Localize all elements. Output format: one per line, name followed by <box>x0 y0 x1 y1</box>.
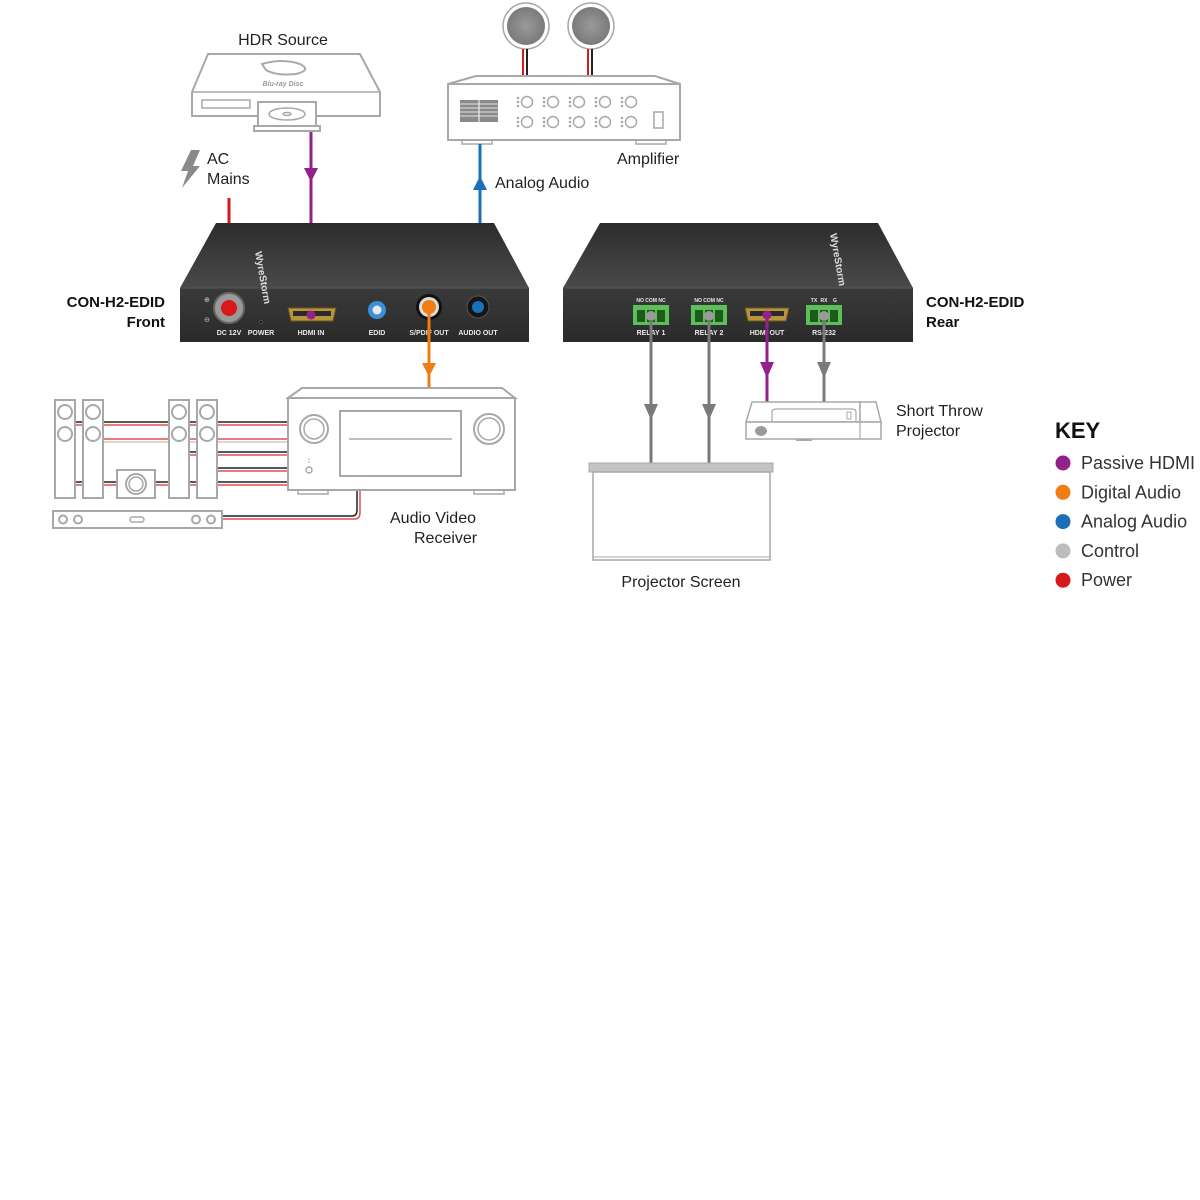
arrow-down-icon <box>817 362 831 378</box>
projector-screen-device: Projector Screen <box>588 462 774 591</box>
rs232-pin-tx: TX <box>811 298 818 304</box>
ac-mains-label-line2: Mains <box>207 171 250 188</box>
connection-relay-2 <box>702 320 716 463</box>
port-label-hdmi-in: HDMI IN <box>298 330 325 337</box>
amp-knob <box>568 115 586 129</box>
arrow-down-icon <box>644 404 658 420</box>
ac-mains-label-line1: AC <box>207 151 229 168</box>
avr-label-line1: Audio Video <box>390 510 476 527</box>
short-throw-projector-device: Short Throw Projector <box>744 401 983 441</box>
rs232-port: TX RX G RS-232 <box>806 298 842 337</box>
amp-knob <box>620 115 638 129</box>
avr-device: Audio Video Receiver <box>284 387 518 547</box>
amp-knob <box>568 95 586 109</box>
arrow-up-icon <box>473 176 487 190</box>
relay-1-pins: NO COM NC <box>636 298 666 304</box>
port-label-edid: EDID <box>369 330 386 337</box>
subwoofer <box>116 469 156 499</box>
front-unit-side-label: Front <box>127 314 165 331</box>
speaker-left <box>502 2 550 76</box>
lightning-bolt-icon <box>181 150 200 188</box>
projector-label-line1: Short Throw <box>896 403 983 420</box>
arrow-down-icon <box>760 362 774 378</box>
legend-item: Control <box>1055 541 1139 561</box>
amp-knob <box>594 115 612 129</box>
port-label-power: POWER <box>248 330 274 337</box>
rs232-pin-rx: RX <box>821 298 829 304</box>
legend-swatch <box>1055 543 1071 559</box>
tower-speaker <box>168 399 190 499</box>
front-unit: WyreStorm ⊕ ⊖ DC 12V POWER HDMI IN EDID <box>180 223 529 342</box>
legend-item: Passive HDMI <box>1055 453 1195 473</box>
legend-item: Power <box>1055 570 1132 590</box>
hdmi-in-port: HDMI IN <box>287 307 337 337</box>
legend-swatch <box>1055 572 1071 588</box>
port-label-audio-out: AUDIO OUT <box>458 330 498 337</box>
relay-2-pins: NO COM NC <box>694 298 724 304</box>
speaker-right <box>567 2 615 76</box>
amp-knob <box>542 115 560 129</box>
legend-label: Analog Audio <box>1081 512 1187 532</box>
avr-label-line2: Receiver <box>414 530 478 547</box>
legend-swatch <box>1055 514 1071 530</box>
amp-knob <box>620 95 638 109</box>
projector-label-line2: Projector <box>896 423 961 440</box>
blu-ray-logo-text: Blu-ray Disc <box>263 81 304 88</box>
tower-speaker <box>82 399 104 499</box>
ac-mains: AC Mains <box>181 150 250 188</box>
connection-digital-audio <box>422 312 436 388</box>
arrow-down-icon <box>304 168 318 182</box>
amplifier-label: Amplifier <box>617 151 680 168</box>
amp-knob <box>516 115 534 129</box>
port-label-dc12v: DC 12V <box>217 330 242 337</box>
amp-knob <box>516 95 534 109</box>
legend-title: KEY <box>1055 418 1101 443</box>
amp-knob <box>594 95 612 109</box>
tower-speaker <box>196 399 218 499</box>
legend-item: Digital Audio <box>1055 482 1181 502</box>
legend-label: Control <box>1081 541 1139 561</box>
connection-relay-1 <box>644 320 658 463</box>
legend-swatch <box>1055 455 1071 471</box>
hdr-source-device: HDR Source Blu-ray Disc <box>191 32 381 132</box>
legend-label: Digital Audio <box>1081 482 1181 502</box>
blu-ray-logo: Blu-ray Disc <box>260 60 307 88</box>
legend-item: Analog Audio <box>1055 512 1187 532</box>
legend-swatch <box>1055 484 1071 500</box>
arrow-down-icon <box>702 404 716 420</box>
front-unit-model-label: CON-H2-EDID <box>67 294 166 311</box>
rs232-pin-g: G <box>833 298 837 304</box>
edid-dial: EDID <box>368 301 386 337</box>
svg-text:⊖: ⊖ <box>204 317 210 324</box>
tower-speakers <box>54 399 218 499</box>
amp-knob <box>542 95 560 109</box>
speaker-system <box>52 399 361 529</box>
amp-knob-grid <box>516 95 638 129</box>
rear-unit: WyreStorm NO COM NC RELAY 1 NO COM NC RE… <box>563 223 913 342</box>
legend-label: Power <box>1081 570 1132 590</box>
connection-hdmi-out <box>760 318 774 402</box>
connection-rs232 <box>817 320 831 402</box>
legend-label: Passive HDMI <box>1081 453 1195 473</box>
projector-screen-label: Projector Screen <box>621 574 740 591</box>
analog-audio-label: Analog Audio <box>495 175 589 192</box>
hdr-source-label: HDR Source <box>238 32 328 49</box>
svg-text:⊕: ⊕ <box>204 297 210 304</box>
amplifier-device: Amplifier <box>447 2 681 168</box>
rear-unit-model-label: CON-H2-EDID <box>926 294 1025 311</box>
power-led: POWER <box>248 320 274 337</box>
arrow-down-icon <box>422 363 436 377</box>
audio-out-port: AUDIO OUT <box>458 295 498 337</box>
amp-vent <box>460 100 498 122</box>
tower-speaker <box>54 399 76 499</box>
dc-12v-port: ⊕ ⊖ DC 12V <box>204 292 245 337</box>
rear-unit-side-label: Rear <box>926 314 960 331</box>
soundbar <box>52 510 223 529</box>
